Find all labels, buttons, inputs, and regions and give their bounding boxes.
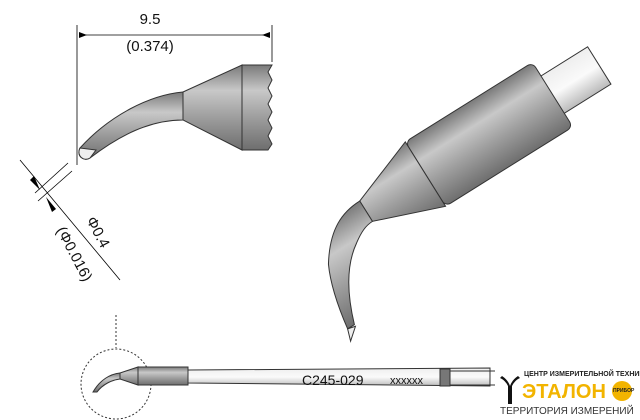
tip-perspective-view [327,46,612,343]
cartridge-serial-label: xxxxxx [390,375,424,387]
length-in-label: (0.374) [126,38,174,55]
logo-name: ЭТАЛОН [522,381,606,403]
length-mm-label: 9.5 [140,11,161,28]
diameter-dimension [19,159,121,281]
logo-subtitle: ТЕРРИТОРИЯ ИЗМЕРЕНИЙ [500,406,634,417]
tip-detail-side-view [76,25,273,165]
cartridge-model-label: C245-029 [302,372,364,388]
logo-tagline: ЦЕНТР ИЗМЕРИТЕЛЬНОЙ ТЕХНИКИ [524,371,640,378]
etalon-logo-emblem [500,376,632,404]
cartridge-overview [80,315,495,420]
logo-badge: ПРИБОР [613,388,635,394]
diameter-mm-label: Φ0.4 [82,214,112,251]
